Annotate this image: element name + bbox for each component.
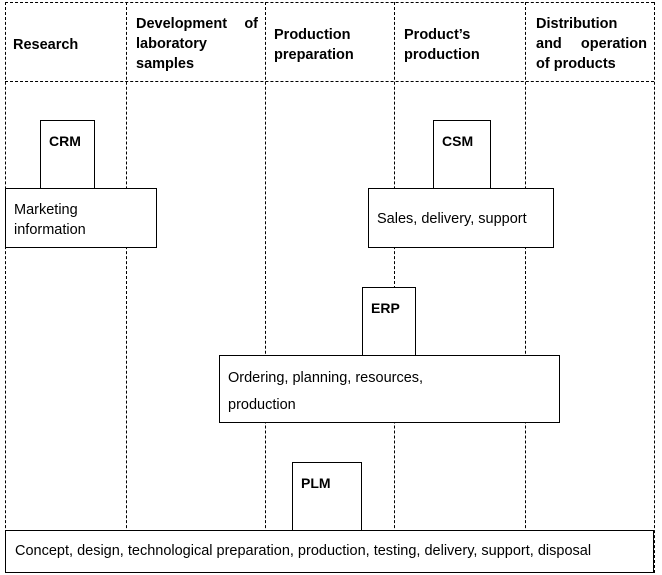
plm-description: Concept, design, technological preparati… <box>15 543 592 559</box>
column-header-production-preparation: Production preparation <box>274 27 354 63</box>
erp-description-line2: production <box>228 397 296 413</box>
crm-description: Marketing information <box>14 202 86 238</box>
csm-description: Sales, delivery, support <box>377 211 527 227</box>
csm-box: Sales, delivery, support <box>368 188 554 248</box>
column-header-distribution: Distribution and operation of products <box>536 16 647 72</box>
column-header-research: Research <box>13 37 79 53</box>
crm-box: Marketing information <box>5 188 157 248</box>
header-divider <box>5 81 654 82</box>
crm-tab: CRM <box>40 120 95 189</box>
column-divider-1 <box>126 2 127 573</box>
crm-label: CRM <box>49 133 81 149</box>
column-header-products-production: Product’s production <box>404 27 480 63</box>
left-border <box>5 2 6 573</box>
erp-description-line1: Ordering, planning, resources, <box>228 370 424 386</box>
erp-tab: ERP <box>362 287 416 356</box>
plm-box: Concept, design, technological preparati… <box>5 530 654 573</box>
column-header-development: Development of laboratory samples <box>136 16 258 72</box>
csm-label: CSM <box>442 133 474 149</box>
right-border <box>654 2 655 573</box>
top-border <box>5 2 654 3</box>
column-divider-2 <box>265 2 266 573</box>
csm-tab: CSM <box>433 120 491 189</box>
plm-label: PLM <box>301 475 331 491</box>
plm-tab: PLM <box>292 462 362 531</box>
erp-label: ERP <box>371 300 400 316</box>
column-divider-4 <box>525 2 526 573</box>
erp-box: Ordering, planning, resources, productio… <box>219 355 560 423</box>
